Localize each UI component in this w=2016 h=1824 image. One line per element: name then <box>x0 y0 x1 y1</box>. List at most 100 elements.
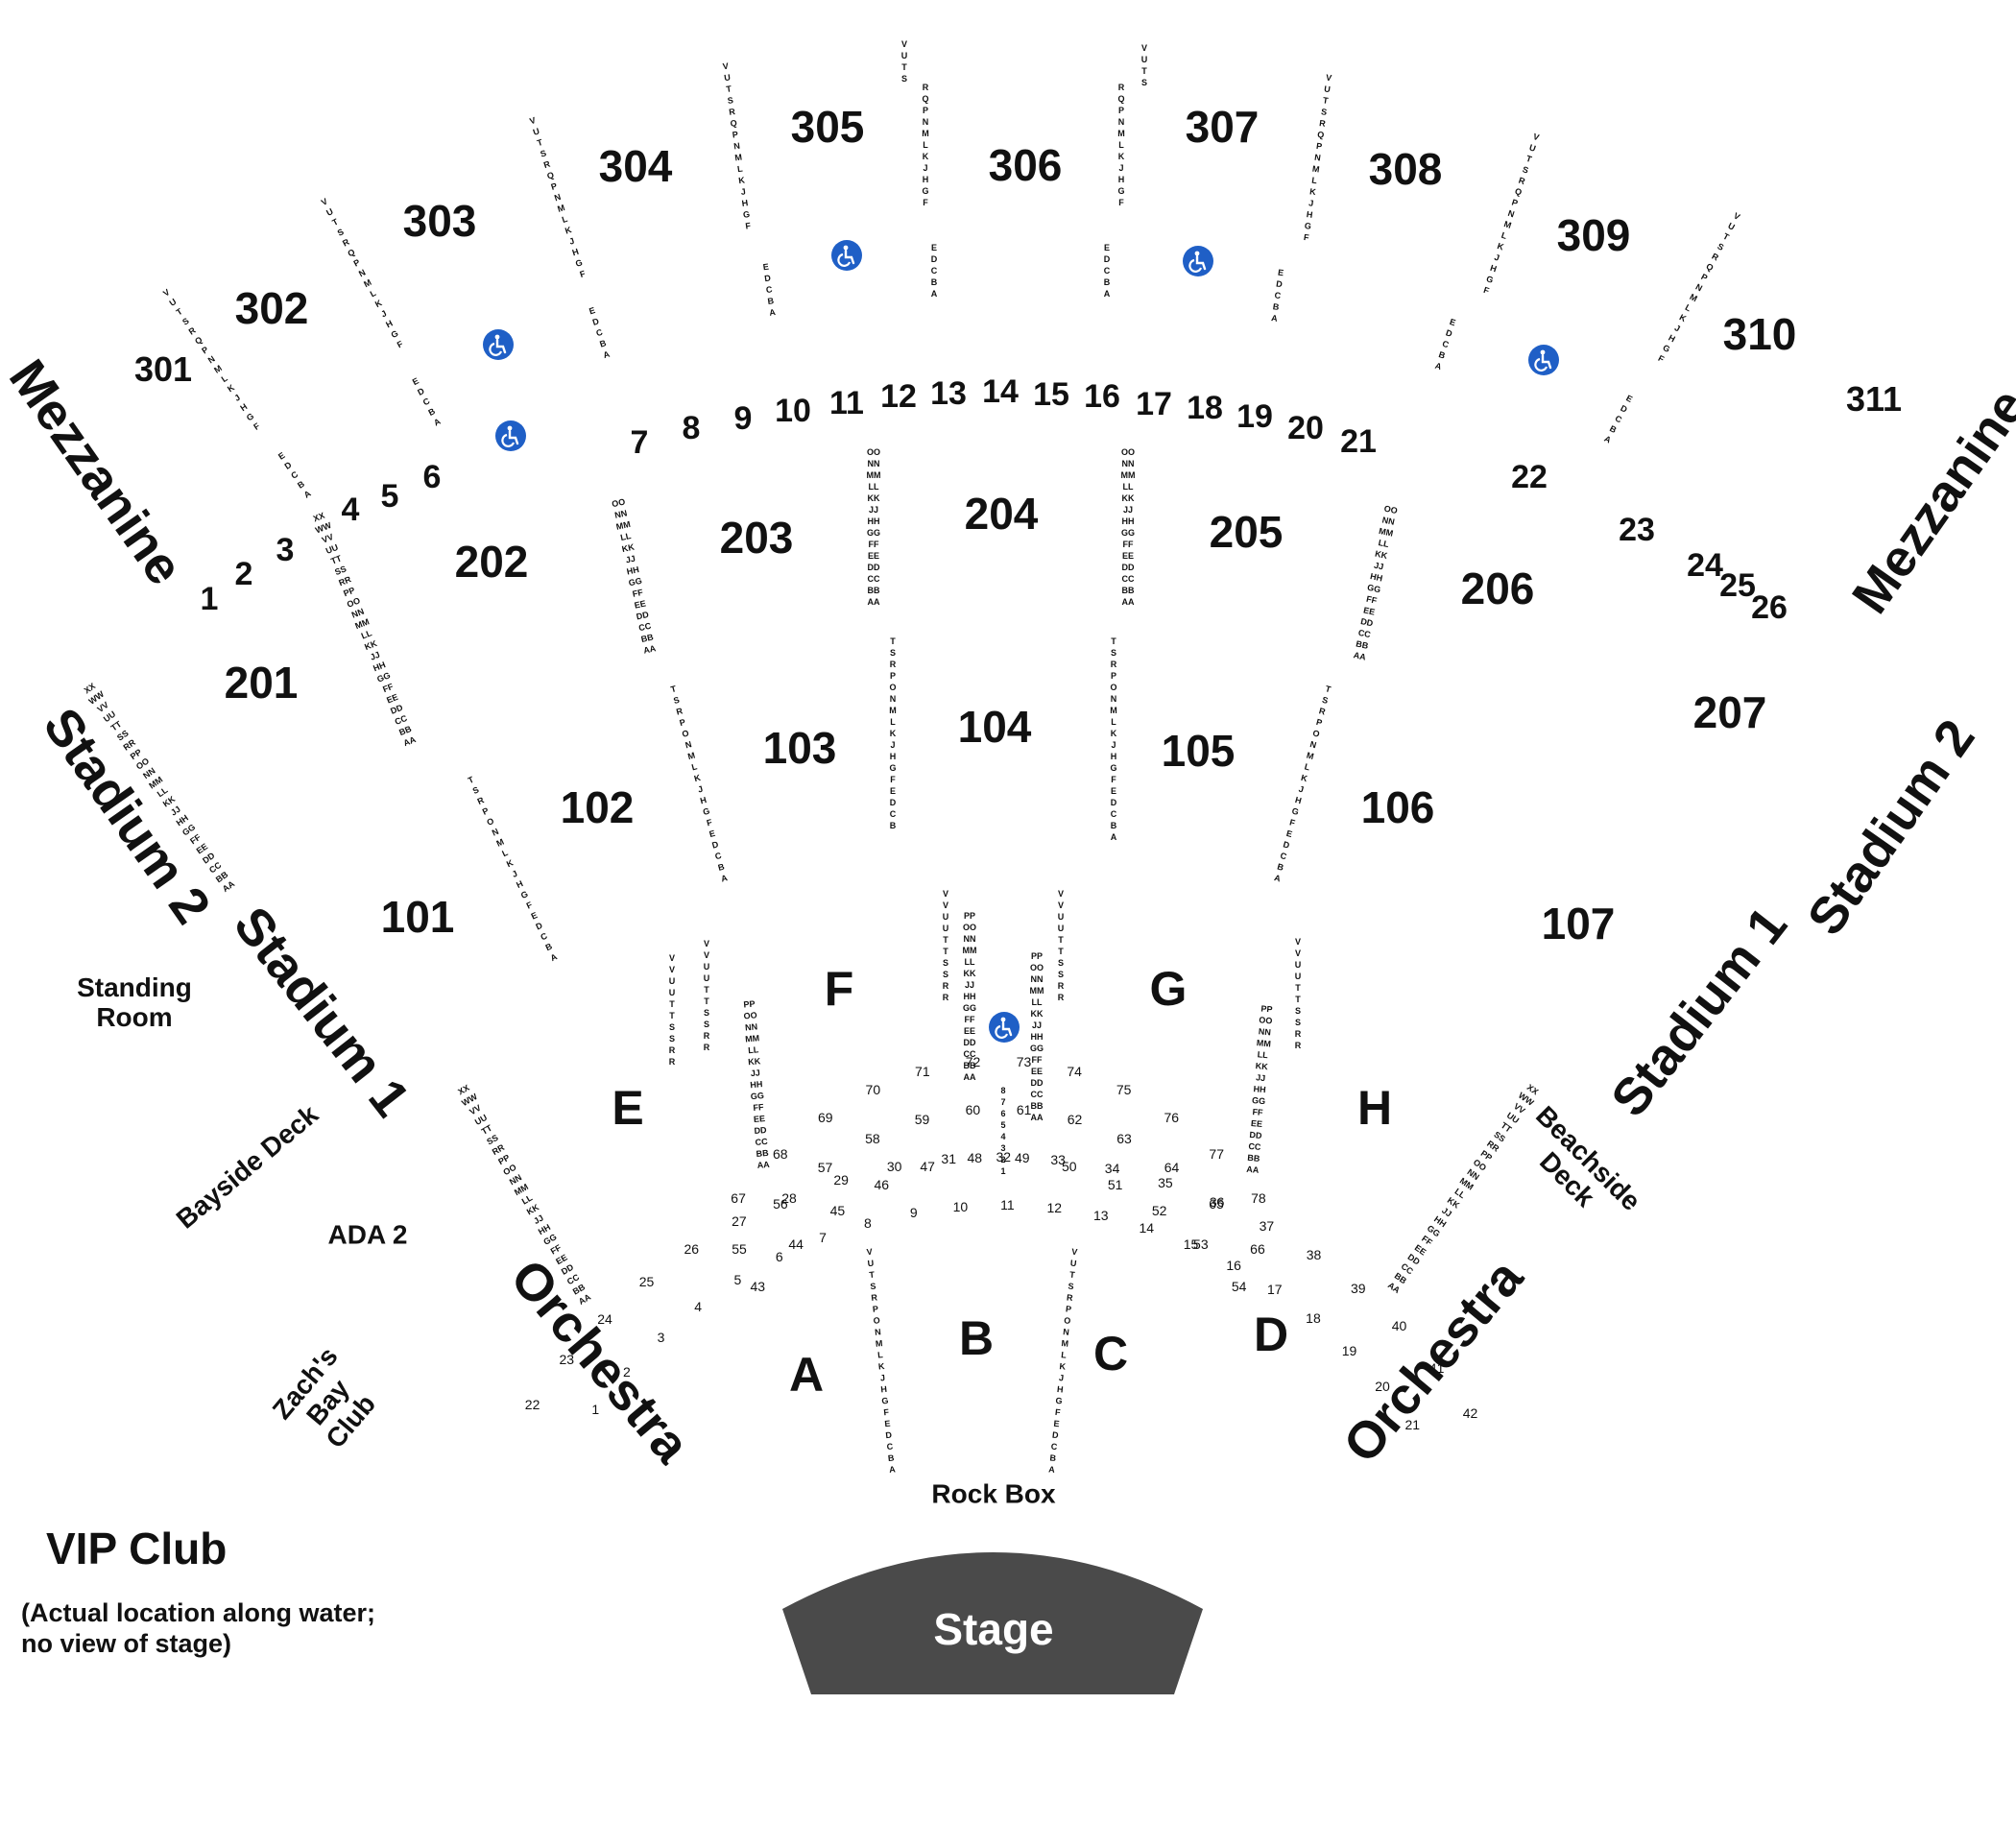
box-14[interactable]: 14 <box>982 373 1019 410</box>
section-304[interactable]: 304 <box>598 141 673 191</box>
pit-seat-38[interactable]: 38 <box>1306 1247 1322 1263</box>
section-E[interactable]: E <box>612 1081 644 1135</box>
section-F[interactable]: F <box>824 962 854 1016</box>
pit-seat-43[interactable]: 43 <box>750 1278 766 1294</box>
section-303[interactable]: 303 <box>402 196 477 246</box>
pit-seat-71[interactable]: 71 <box>915 1064 930 1079</box>
pit-seat-65[interactable]: 65 <box>1209 1196 1224 1212</box>
box-2[interactable]: 2 <box>234 556 253 592</box>
pit-seat-16[interactable]: 16 <box>1226 1257 1241 1273</box>
section-301[interactable]: 301 <box>133 349 193 389</box>
box-11[interactable]: 11 <box>829 385 864 421</box>
pit-seat-21[interactable]: 21 <box>1404 1416 1421 1432</box>
section-206[interactable]: 206 <box>1460 564 1535 613</box>
pit-seat-24[interactable]: 24 <box>597 1310 612 1327</box>
box-1[interactable]: 1 <box>200 581 219 617</box>
box-20[interactable]: 20 <box>1287 410 1324 446</box>
pit-seat-52[interactable]: 52 <box>1151 1202 1167 1218</box>
pit-seat-11[interactable]: 11 <box>1000 1197 1015 1213</box>
pit-seat-34[interactable]: 34 <box>1104 1161 1120 1177</box>
pit-seat-75[interactable]: 75 <box>1116 1082 1132 1098</box>
box-22[interactable]: 22 <box>1511 459 1548 495</box>
pit-seat-68[interactable]: 68 <box>772 1145 788 1162</box>
pit-seat-77[interactable]: 77 <box>1209 1145 1224 1162</box>
pit-seat-3[interactable]: 3 <box>657 1330 665 1346</box>
pit-seat-44[interactable]: 44 <box>788 1236 804 1253</box>
pit-seat-12[interactable]: 12 <box>1046 1200 1063 1216</box>
section-D[interactable]: D <box>1253 1308 1289 1361</box>
box-21[interactable]: 21 <box>1340 423 1377 460</box>
pit-seat-9[interactable]: 9 <box>909 1204 918 1220</box>
pit-seat-76[interactable]: 76 <box>1164 1110 1180 1126</box>
pit-seat-25[interactable]: 25 <box>638 1274 655 1290</box>
pit-seat-18[interactable]: 18 <box>1306 1310 1321 1327</box>
box-15[interactable]: 15 <box>1033 376 1069 413</box>
section-306[interactable]: 306 <box>988 140 1063 190</box>
pit-seat-28[interactable]: 28 <box>781 1189 797 1206</box>
section-308[interactable]: 308 <box>1368 144 1443 194</box>
box-26[interactable]: 26 <box>1751 589 1788 626</box>
box-17[interactable]: 17 <box>1136 386 1172 422</box>
pit-seat-26[interactable]: 26 <box>684 1241 700 1258</box>
pit-seat-27[interactable]: 27 <box>732 1212 747 1229</box>
section-309[interactable]: 309 <box>1556 210 1631 260</box>
pit-seat-39[interactable]: 39 <box>1350 1280 1366 1296</box>
pit-seat-61[interactable]: 61 <box>1016 1102 1032 1118</box>
pit-seat-45[interactable]: 45 <box>829 1202 846 1218</box>
pit-seat-31[interactable]: 31 <box>941 1151 957 1167</box>
pit-seat-40[interactable]: 40 <box>1391 1318 1407 1334</box>
section-101[interactable]: 101 <box>380 892 455 942</box>
section-104[interactable]: 104 <box>957 702 1032 752</box>
section-A[interactable]: A <box>788 1348 825 1402</box>
section-311[interactable]: 311 <box>1845 379 1903 419</box>
pit-seat-30[interactable]: 30 <box>886 1159 902 1175</box>
box-9[interactable]: 9 <box>733 400 753 437</box>
pit-seat-72[interactable]: 72 <box>965 1054 981 1070</box>
box-24[interactable]: 24 <box>1687 547 1723 584</box>
section-202[interactable]: 202 <box>454 537 529 587</box>
section-207[interactable]: 207 <box>1692 687 1767 737</box>
pit-seat-55[interactable]: 55 <box>732 1241 747 1258</box>
box-5[interactable]: 5 <box>380 478 399 515</box>
section-201[interactable]: 201 <box>224 658 299 708</box>
pit-seat-62[interactable]: 62 <box>1067 1112 1083 1128</box>
box-7[interactable]: 7 <box>630 424 649 461</box>
pit-seat-59[interactable]: 59 <box>914 1112 930 1128</box>
pit-seat-8[interactable]: 8 <box>863 1214 872 1231</box>
pit-seat-6[interactable]: 6 <box>775 1248 783 1264</box>
box-25[interactable]: 25 <box>1719 567 1756 604</box>
section-106[interactable]: 106 <box>1360 782 1435 832</box>
section-103[interactable]: 103 <box>762 723 837 773</box>
box-8[interactable]: 8 <box>682 410 701 446</box>
box-16[interactable]: 16 <box>1084 378 1120 415</box>
section-204[interactable]: 204 <box>964 489 1039 539</box>
box-23[interactable]: 23 <box>1619 512 1655 548</box>
box-3[interactable]: 3 <box>276 532 295 568</box>
pit-seat-60[interactable]: 60 <box>965 1102 981 1118</box>
pit-seat-1[interactable]: 1 <box>591 1402 600 1418</box>
pit-seat-19[interactable]: 19 <box>1341 1342 1357 1358</box>
pit-seat-70[interactable]: 70 <box>865 1082 881 1098</box>
pit-seat-7[interactable]: 7 <box>819 1229 827 1245</box>
pit-seat-29[interactable]: 29 <box>833 1171 849 1188</box>
pit-seat-15[interactable]: 15 <box>1183 1236 1199 1253</box>
pit-seat-17[interactable]: 17 <box>1266 1282 1283 1298</box>
pit-seat-35[interactable]: 35 <box>1158 1174 1173 1190</box>
box-18[interactable]: 18 <box>1187 390 1223 426</box>
pit-seat-5[interactable]: 5 <box>733 1272 742 1288</box>
pit-seat-22[interactable]: 22 <box>524 1396 540 1412</box>
section-105[interactable]: 105 <box>1161 726 1236 776</box>
pit-seat-53[interactable]: 53 <box>1193 1236 1209 1253</box>
section-107[interactable]: 107 <box>1541 899 1616 948</box>
section-H[interactable]: H <box>1356 1081 1393 1135</box>
pit-seat-41[interactable]: 41 <box>1428 1359 1445 1376</box>
section-305[interactable]: 305 <box>790 102 865 152</box>
pit-seat-58[interactable]: 58 <box>865 1131 880 1147</box>
pit-seat-42[interactable]: 42 <box>1462 1404 1478 1421</box>
box-12[interactable]: 12 <box>880 378 917 415</box>
pit-seat-2[interactable]: 2 <box>622 1364 631 1380</box>
box-4[interactable]: 4 <box>341 492 360 528</box>
pit-seat-67[interactable]: 67 <box>731 1190 746 1207</box>
section-G[interactable]: G <box>1149 962 1188 1016</box>
pit-seat-73[interactable]: 73 <box>1016 1054 1032 1070</box>
